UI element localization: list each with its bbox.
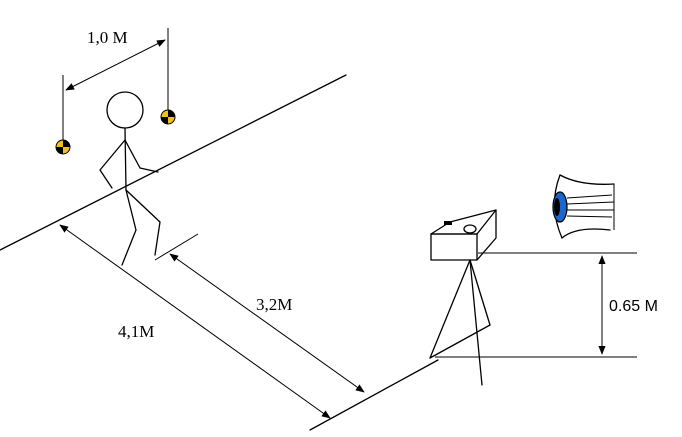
person-figure [99,91,161,266]
eye-icon [552,174,615,239]
camera-icon [430,209,497,261]
camera-distance-label: 3,2M [256,295,293,314]
ground-front-edge [309,359,439,431]
tripod [429,259,491,386]
total-distance-label: 4,1M [118,322,155,341]
camera-distance-arrow [169,253,365,393]
camera-height-label: 0.65 M [609,298,658,315]
right-marker [160,28,176,125]
marker-spacing-label: 1,0 M [87,28,128,47]
left-marker [55,75,71,155]
marker-spacing-arrow [65,39,166,91]
ground-back-edge [0,74,347,251]
camera-distance-tick [154,233,199,261]
total-distance-arrow [59,224,331,419]
